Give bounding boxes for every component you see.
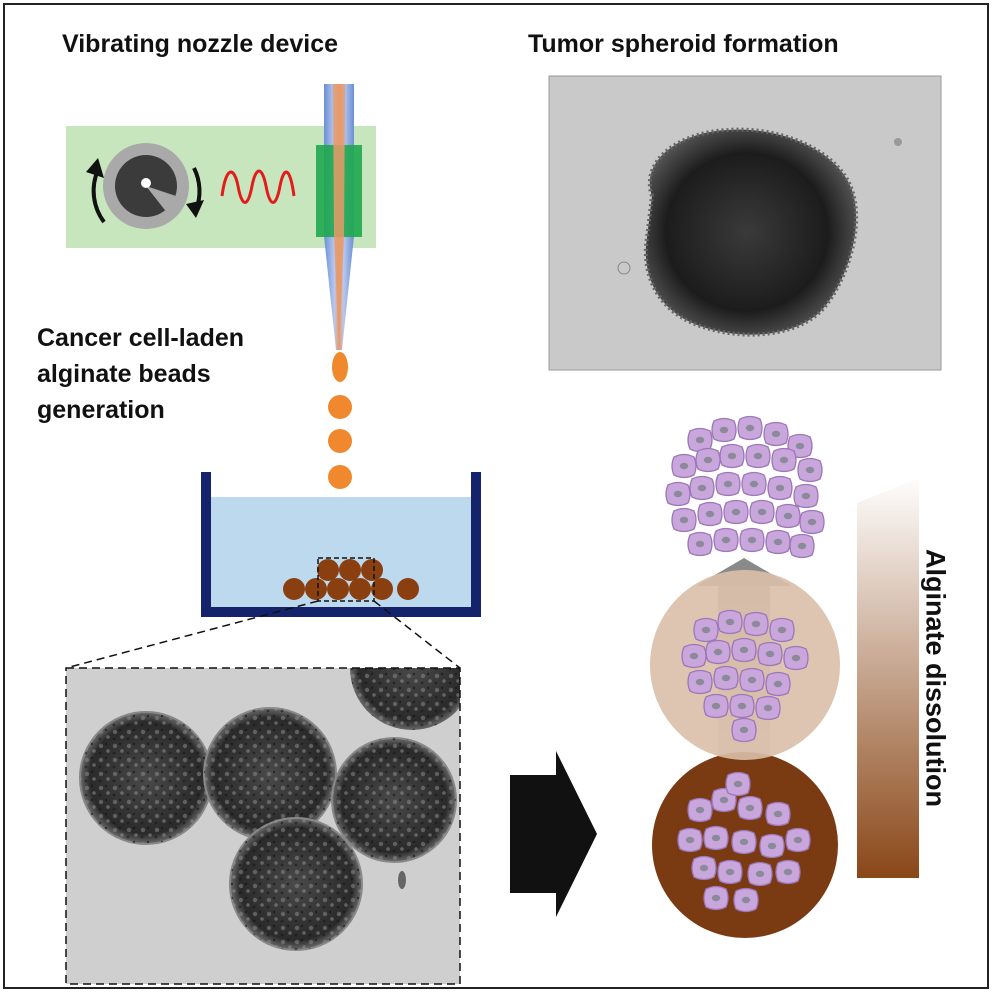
bead-micrograph (66, 668, 460, 984)
generation-line-1: Cancer cell-laden (37, 324, 245, 352)
figure-border (3, 3, 989, 989)
dissolution-gradient (857, 475, 919, 878)
device-title: Vibrating nozzle device (62, 30, 339, 58)
dissolution-label: Alginate dissolution (920, 548, 951, 808)
rotating-motor-icon (86, 143, 204, 229)
gelation-bath (201, 472, 481, 617)
zoom-box (317, 557, 375, 602)
generation-line-2: alginate beads (37, 360, 211, 388)
generation-label: Cancer cell-laden alginate beads generat… (37, 320, 244, 428)
vibration-wave-icon (220, 169, 296, 204)
cell-spheroid (665, 415, 825, 559)
tumor-title: Tumor spheroid formation (528, 30, 839, 58)
alginate-bead-partial (650, 570, 840, 760)
process-arrow-icon (510, 751, 597, 917)
spheroid-micrograph (548, 75, 942, 371)
generation-line-3: generation (37, 396, 165, 424)
nozzle (316, 84, 362, 350)
settled-beads (283, 559, 419, 600)
